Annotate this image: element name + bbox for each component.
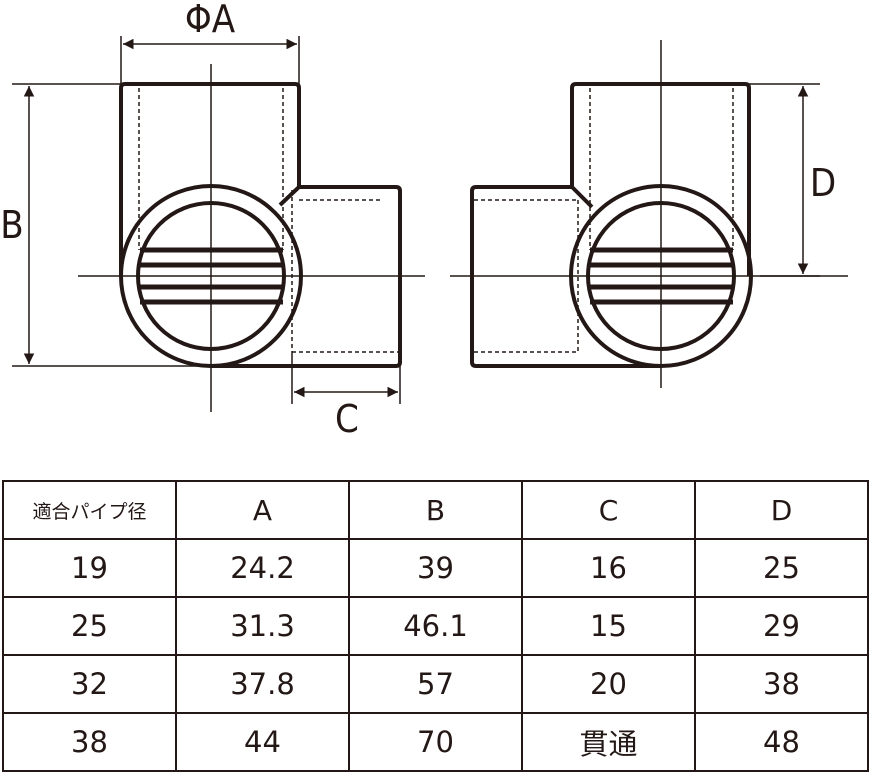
cell-d: 38 [694,654,869,714]
header-d: D [694,480,869,540]
cell-pipe-size: 25 [2,596,177,656]
cell-d: 25 [694,538,869,598]
left-centerlines [78,64,425,412]
right-body-outline [470,82,751,368]
cell-c: 16 [521,538,696,598]
header-c: C [521,480,696,540]
left-hidden-lines [138,88,398,353]
cell-pipe-size: 38 [2,712,177,772]
table-row: 38 44 70 貫通 48 [2,712,869,772]
dimension-a [120,36,300,84]
left-body-outline [119,82,402,368]
right-view [470,82,753,368]
table-header-row: 適合パイプ径 A B C D [2,480,869,540]
right-hidden-lines [474,88,734,353]
right-centerlines [450,40,848,388]
dimension-d [749,83,820,277]
fitting-diagram: ΦA B C D [0,0,848,441]
dimension-a-label: ΦA [185,0,236,41]
cell-b: 39 [348,538,523,598]
table-row: 19 24.2 39 16 25 [2,538,869,598]
cell-a: 24.2 [175,538,350,598]
dimension-b [12,83,212,367]
cell-c: 15 [521,596,696,656]
cell-a: 37.8 [175,654,350,714]
cell-c: 20 [521,654,696,714]
dimension-c [291,352,401,404]
header-a: A [175,480,350,540]
header-pipe-size: 適合パイプ径 [2,480,177,540]
cell-b: 57 [348,654,523,714]
cell-b: 46.1 [348,596,523,656]
spec-table: 適合パイプ径 A B C D 19 24.2 39 16 25 25 31.3 … [2,480,869,772]
cell-a: 31.3 [175,596,350,656]
dimension-d-label: D [810,161,836,205]
left-view [119,82,402,368]
cell-d: 29 [694,596,869,656]
table-row: 25 31.3 46.1 15 29 [2,596,869,656]
table-row: 32 37.8 57 20 38 [2,654,869,714]
cell-a: 44 [175,712,350,772]
right-chamfer [570,185,594,209]
dimension-b-label: B [0,203,23,247]
cell-b: 70 [348,712,523,772]
cell-pipe-size: 19 [2,538,177,598]
dimension-c-label: C [335,397,359,441]
cell-pipe-size: 32 [2,654,177,714]
header-b: B [348,480,523,540]
cell-d: 48 [694,712,869,772]
cell-c: 貫通 [521,712,696,772]
